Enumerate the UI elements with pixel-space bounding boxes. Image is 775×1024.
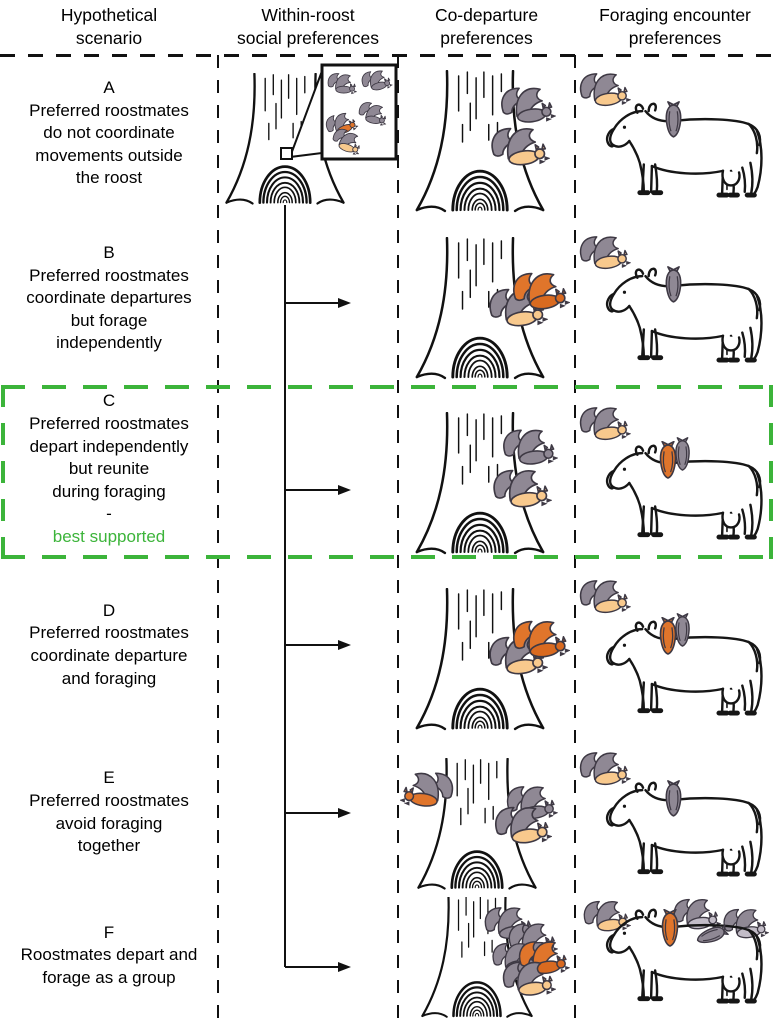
bats-depart-separately-icon	[415, 412, 558, 555]
bats-reunite-on-cow-icon	[579, 580, 775, 738]
column-header-scenario: Hypothetical scenario	[0, 0, 218, 57]
flow-arrow-end-icon	[284, 897, 351, 972]
scenario-text-d: D Preferred roostmates coordinate depart…	[29, 600, 189, 688]
scenario-letter: B	[103, 242, 115, 262]
scenario-text-f: F Roostmates depart and forage as a grou…	[20, 922, 198, 987]
bat-on-cow-icon	[579, 236, 775, 387]
header-line: Within-roost	[261, 5, 355, 25]
header-line: preferences	[440, 28, 533, 49]
roost-inset-box	[320, 63, 398, 161]
scenario-text-c: C Preferred roostmates depart independen…	[0, 387, 218, 562]
bat-group-on-cow-icon	[583, 898, 769, 1024]
header-line: social preferences	[236, 28, 380, 49]
bats-depart-separately-icon	[415, 70, 556, 213]
flow-arrow-icon	[284, 220, 351, 387]
flow-arrow-icon	[284, 738, 351, 897]
scenario-letter: F	[103, 922, 115, 942]
co-departure-cell-c	[398, 387, 575, 562]
within-roost-cell-e	[218, 738, 398, 897]
bats-depart-together-icon	[415, 588, 570, 731]
foraging-cell-e	[575, 738, 775, 897]
header-divider	[0, 54, 775, 57]
header-line: preferences	[628, 28, 722, 49]
column-divider-1	[217, 55, 219, 1024]
flow-arrow-icon	[284, 387, 351, 562]
bats-depart-opposite-icon	[400, 758, 558, 890]
scenario-text-b: B Preferred roostmates coordinate depart…	[26, 242, 192, 353]
header-line: scenario	[75, 28, 143, 49]
foraging-cell-f	[575, 897, 775, 1024]
foraging-cell-d	[575, 562, 775, 738]
within-roost-cell-c	[218, 387, 398, 562]
column-header-foraging: Foraging encounter preferences	[575, 0, 775, 57]
scenario-letter: D	[102, 600, 116, 620]
bat-on-cow-icon	[579, 752, 775, 897]
scenario-text-e: E Preferred roostmates avoid foraging to…	[29, 768, 189, 856]
within-roost-cell-b	[218, 220, 398, 387]
flow-arrow-icon	[284, 562, 351, 738]
scenario-letter: C	[102, 391, 116, 411]
bat-on-cow-icon	[579, 73, 775, 220]
column-divider-2	[397, 55, 399, 1024]
header-line: Co-departure	[434, 5, 539, 25]
co-departure-cell-a	[398, 57, 575, 220]
co-departure-cell-d	[398, 562, 575, 738]
foraging-cell-b	[575, 220, 775, 387]
within-roost-cell-f	[218, 897, 398, 1024]
within-roost-cell-d	[218, 562, 398, 738]
column-header-within-roost: Within-roost social preferences	[218, 0, 398, 57]
bats-depart-together-icon	[415, 237, 570, 380]
scenario-letter: E	[103, 768, 115, 788]
header-line: Foraging encounter	[599, 5, 751, 25]
co-departure-cell-e	[398, 738, 575, 897]
foraging-cell-a	[575, 57, 775, 220]
co-departure-cell-f	[398, 897, 575, 1024]
foraging-cell-c	[575, 387, 775, 562]
header-line: Hypothetical	[60, 5, 158, 25]
bat-group-departs-icon	[421, 897, 570, 1019]
co-departure-cell-b	[398, 220, 575, 387]
scenario-text-a: A Preferred roostmates do not coordinate…	[29, 77, 189, 188]
best-supported-label: best supported	[52, 527, 166, 547]
within-roost-cell-a	[218, 57, 398, 220]
tree-roost-inset-icon	[225, 63, 398, 220]
scenario-letter: A	[103, 77, 115, 97]
column-header-co-departure: Co-departure preferences	[398, 0, 575, 57]
bats-reunite-on-cow-icon	[579, 407, 775, 562]
column-divider-3	[574, 55, 576, 1024]
